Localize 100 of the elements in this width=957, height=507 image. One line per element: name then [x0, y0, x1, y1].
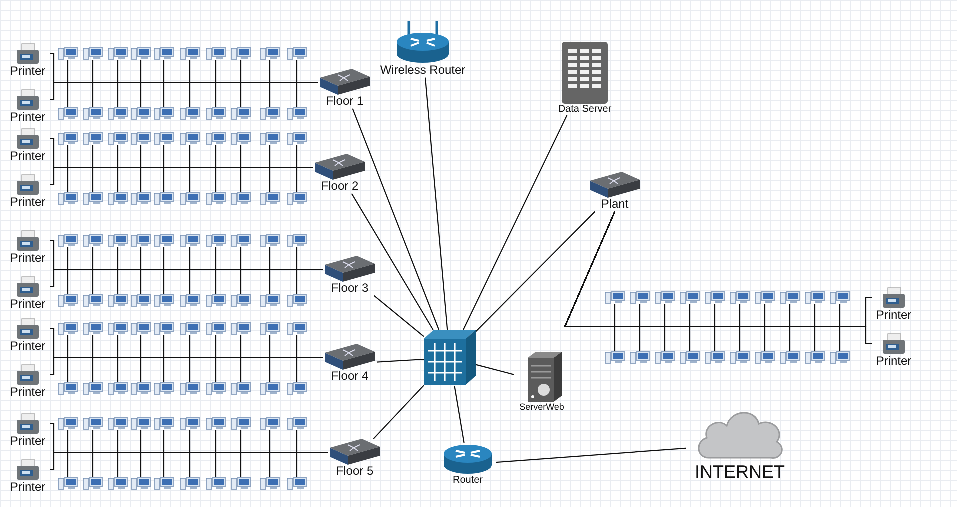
- computer-icon: [206, 477, 226, 490]
- computer-icon: [605, 351, 625, 364]
- computer-icon: [260, 322, 280, 335]
- computer-icon: [131, 417, 151, 430]
- computer-icon: [180, 322, 200, 335]
- computer-icon: [206, 382, 226, 395]
- computer-icon: [206, 294, 226, 307]
- computer-icon: [83, 417, 103, 430]
- device-label: Floor 4: [330, 370, 370, 384]
- computer-icon: [154, 382, 174, 395]
- computer-icon: [108, 294, 128, 307]
- computer-icon: [108, 382, 128, 395]
- network-cable: [296, 452, 328, 477]
- computer-icon: [83, 294, 103, 307]
- computer-icon: [83, 234, 103, 247]
- device-label: Floor 5: [335, 465, 375, 479]
- computer-icon: [131, 477, 151, 490]
- computer-icon: [260, 417, 280, 430]
- computer-icon: [260, 234, 280, 247]
- device-label: Printer: [9, 298, 47, 312]
- computer-icon: [180, 107, 200, 120]
- computer-icon: [730, 351, 750, 364]
- computer-icon: [231, 192, 251, 205]
- computer-icon: [154, 234, 174, 247]
- device-label: Data Server: [557, 104, 613, 116]
- device-label: Printer: [875, 355, 913, 369]
- computer-icon: [655, 291, 675, 304]
- computer-icon: [260, 192, 280, 205]
- computer-icon: [154, 47, 174, 60]
- computer-icon: [58, 234, 78, 247]
- computer-icon: [830, 351, 850, 364]
- computer-icon: [730, 291, 750, 304]
- computer-icon: [154, 107, 174, 120]
- computer-icon: [58, 382, 78, 395]
- computer-icon: [131, 294, 151, 307]
- computer-icon: [206, 132, 226, 145]
- computer-icon: [206, 417, 226, 430]
- network-cable: [496, 448, 686, 464]
- computer-icon: [154, 192, 174, 205]
- computer-icon: [287, 294, 307, 307]
- computer-icon: [154, 477, 174, 490]
- computer-icon: [231, 234, 251, 247]
- device-label: Floor 2: [320, 180, 360, 194]
- network-cable: [463, 115, 568, 330]
- computer-icon: [108, 322, 128, 335]
- device-label: ServerWeb: [518, 402, 566, 412]
- device-label: INTERNET: [694, 462, 786, 483]
- computer-icon: [231, 322, 251, 335]
- computer-icon: [805, 351, 825, 364]
- computer-icon: [131, 322, 151, 335]
- device-label: Floor 3: [330, 282, 370, 296]
- network-cable: [476, 211, 596, 332]
- computer-icon: [131, 107, 151, 120]
- computer-icon: [83, 47, 103, 60]
- computer-icon: [206, 47, 226, 60]
- computer-icon: [830, 291, 850, 304]
- device-label: Printer: [9, 252, 47, 266]
- computer-icon: [630, 351, 650, 364]
- computer-icon: [180, 294, 200, 307]
- computer-icon: [605, 291, 625, 304]
- computer-icon: [58, 417, 78, 430]
- computer-icon: [231, 382, 251, 395]
- computer-icon: [180, 47, 200, 60]
- computer-icon: [108, 234, 128, 247]
- computer-icon: [180, 477, 200, 490]
- device-label: Printer: [9, 481, 47, 495]
- computer-icon: [131, 382, 151, 395]
- computer-icon: [287, 47, 307, 60]
- computer-icon: [287, 192, 307, 205]
- network-cable: [424, 78, 448, 330]
- network-cable: [454, 386, 465, 444]
- computer-icon: [231, 132, 251, 145]
- computer-icon: [180, 132, 200, 145]
- computer-icon: [83, 107, 103, 120]
- computer-icon: [780, 291, 800, 304]
- computer-icon: [108, 192, 128, 205]
- computer-icon: [287, 382, 307, 395]
- computer-icon: [260, 477, 280, 490]
- computer-icon: [58, 47, 78, 60]
- device-label: Printer: [9, 65, 47, 79]
- device-label: Printer: [9, 435, 47, 449]
- computer-icon: [108, 132, 128, 145]
- computer-icon: [206, 234, 226, 247]
- computer-icon: [755, 351, 775, 364]
- computer-icon: [805, 291, 825, 304]
- computer-icon: [154, 417, 174, 430]
- computer-icon: [287, 107, 307, 120]
- device-label: Printer: [9, 340, 47, 354]
- computer-icon: [655, 351, 675, 364]
- computer-icon: [83, 477, 103, 490]
- network-cable: [374, 295, 424, 338]
- computer-icon: [154, 294, 174, 307]
- computer-icon: [58, 477, 78, 490]
- network-cable: [351, 194, 434, 330]
- computer-icon: [206, 107, 226, 120]
- computer-icon: [260, 132, 280, 145]
- computer-icon: [287, 322, 307, 335]
- network-cable: [296, 357, 323, 382]
- computer-icon: [260, 382, 280, 395]
- computer-icon: [180, 234, 200, 247]
